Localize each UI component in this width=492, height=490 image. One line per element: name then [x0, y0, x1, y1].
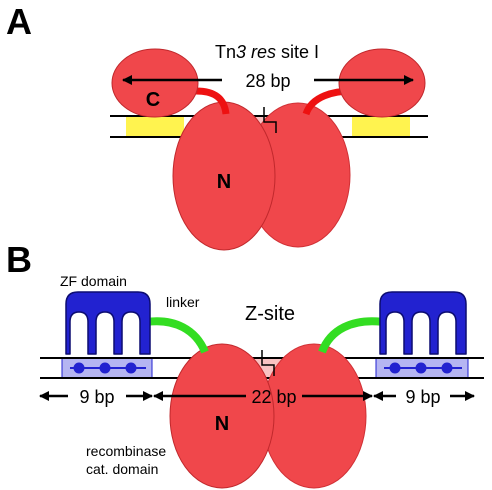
left-c-domain — [111, 48, 199, 118]
left-zf-domain — [65, 291, 151, 355]
z-n-domain-label: N — [215, 413, 229, 435]
left-span-label: 9 bp — [79, 387, 114, 407]
site-title: Tn3 res site I — [215, 42, 319, 62]
z-left-linker — [145, 317, 209, 354]
panel-b-letter: B — [6, 239, 32, 280]
right-zf-domain — [379, 291, 467, 355]
z-left-n-domain — [169, 343, 275, 489]
left-linker — [195, 87, 230, 115]
left-zf-contacts — [70, 362, 146, 374]
zf-domain-label: ZF domain — [60, 273, 127, 289]
site-title-pre: Tn — [215, 42, 236, 62]
right-binding-site — [352, 116, 410, 136]
n-domain-label: N — [217, 171, 231, 193]
cleavage-mark — [263, 107, 277, 133]
linker-label: linker — [166, 294, 200, 310]
panel-b: B — [6, 239, 484, 489]
right-span-label: 9 bp — [405, 387, 440, 407]
z-right-linker — [318, 317, 385, 354]
c-domain-label: C — [146, 89, 160, 111]
cat-domain-label-1: recombinase — [86, 443, 166, 459]
span-label: 28 bp — [245, 71, 290, 91]
panel-a-letter: A — [6, 1, 32, 42]
site-title-post: site I — [276, 42, 319, 62]
right-c-domain — [338, 48, 426, 118]
cat-domain-label-2: cat. domain — [86, 461, 158, 477]
site-title-italic: 3 res — [236, 42, 276, 62]
z-cleavage-mark — [261, 350, 275, 376]
z-right-n-domain — [261, 343, 367, 489]
center-span-label: 22 bp — [251, 387, 296, 407]
z-site-title: Z-site — [245, 303, 295, 325]
panel-a: A 28 bp Tn3 res site I C N — [6, 1, 428, 251]
left-binding-site — [126, 116, 184, 136]
right-zf-contacts — [384, 362, 462, 374]
